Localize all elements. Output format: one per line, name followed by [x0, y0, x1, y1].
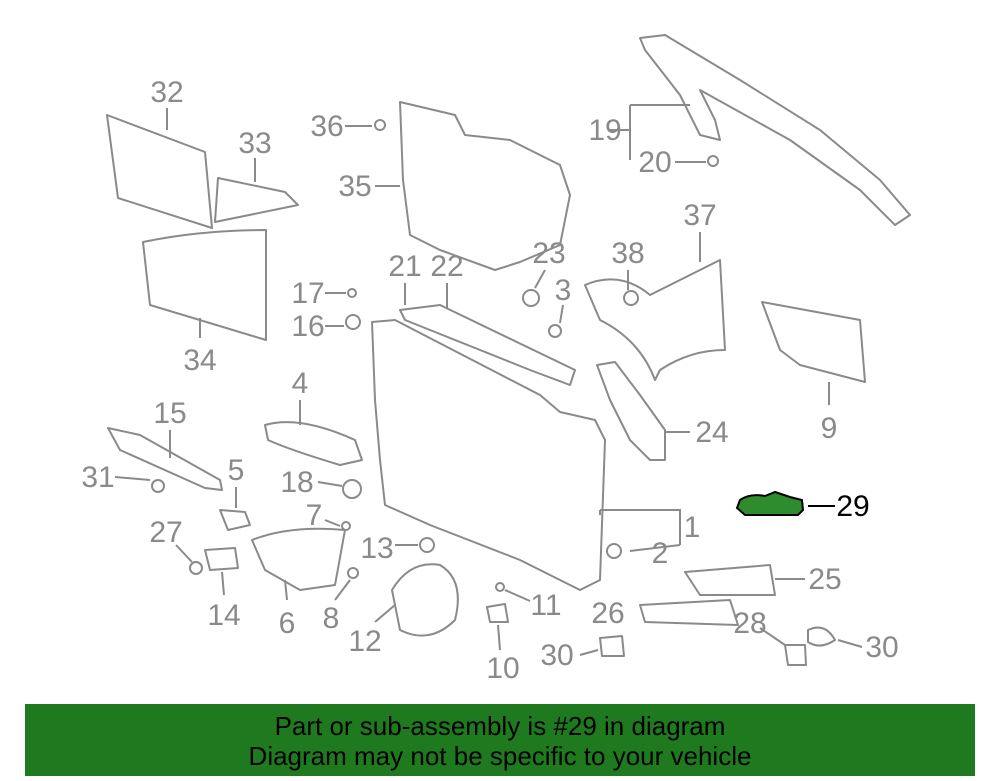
part-14-clip[interactable]	[204, 547, 239, 571]
label-23[interactable]: 23	[532, 237, 565, 270]
label-3[interactable]: 3	[555, 274, 572, 307]
label-16[interactable]: 16	[291, 310, 324, 343]
label-31[interactable]: 31	[81, 461, 114, 494]
part-25-switch-bezel[interactable]	[684, 564, 776, 596]
part-29-highlighted[interactable]	[735, 490, 805, 516]
label-37[interactable]: 37	[683, 199, 716, 232]
part-28-clip[interactable]	[784, 644, 807, 666]
part-38-connector[interactable]	[623, 290, 639, 306]
label-32[interactable]: 32	[150, 76, 183, 109]
label-14[interactable]: 14	[207, 599, 240, 632]
part-19-window-channel[interactable]	[639, 34, 911, 226]
label-28[interactable]: 28	[733, 607, 766, 640]
parts-diagram: 32 33 36 35 19 20 37 38 23 21 22 3 17 16…	[81, 34, 911, 685]
label-27[interactable]: 27	[149, 516, 182, 549]
part-24-bracket[interactable]	[596, 361, 666, 461]
label-12[interactable]: 12	[348, 625, 381, 658]
label-10[interactable]: 10	[486, 652, 519, 685]
label-17[interactable]: 17	[291, 277, 324, 310]
part-4-armrest[interactable]	[264, 421, 363, 466]
callout-labels: 32 33 36 35 19 20 37 38 23 21 22 3 17 16…	[81, 76, 898, 685]
part-30-clip-left[interactable]	[599, 635, 625, 657]
part-2-screw[interactable]	[606, 543, 622, 559]
label-6[interactable]: 6	[279, 607, 296, 640]
label-26[interactable]: 26	[591, 597, 624, 630]
label-24[interactable]: 24	[695, 416, 728, 449]
part-26-switch-panel[interactable]	[639, 599, 739, 626]
label-4[interactable]: 4	[292, 367, 309, 400]
label-22[interactable]: 22	[430, 250, 463, 283]
part-30-clip-right[interactable]	[807, 626, 836, 647]
part-6-pocket[interactable]	[251, 527, 346, 591]
label-18[interactable]: 18	[280, 466, 313, 499]
part-1-door-trim-panel[interactable]	[371, 319, 606, 591]
part-36-screw[interactable]	[374, 119, 386, 131]
info-banner: Part or sub-assembly is #29 in diagram D…	[25, 704, 975, 776]
part-18-fastener[interactable]	[342, 479, 362, 499]
label-8[interactable]: 8	[323, 602, 340, 635]
part-3-screw[interactable]	[548, 324, 562, 338]
banner-line-2: Diagram may not be specific to your vehi…	[248, 741, 752, 771]
part-15-bracket[interactable]	[107, 427, 223, 491]
label-1[interactable]: 1	[684, 511, 701, 544]
label-5[interactable]: 5	[228, 454, 245, 487]
leader-lines	[114, 104, 863, 656]
part-5-clip[interactable]	[219, 509, 251, 531]
label-7[interactable]: 7	[306, 499, 323, 532]
part-9-glass-panel[interactable]	[761, 301, 866, 383]
part-27-screw[interactable]	[189, 561, 203, 575]
label-13[interactable]: 13	[360, 532, 393, 565]
part-7-screw[interactable]	[341, 521, 351, 531]
part-11-clip[interactable]	[495, 582, 505, 592]
banner-line-1: Part or sub-assembly is #29 in diagram	[274, 711, 726, 741]
label-38[interactable]: 38	[611, 237, 644, 270]
part-23-grommet[interactable]	[522, 289, 540, 307]
part-shapes	[106, 34, 911, 666]
label-33[interactable]: 33	[238, 127, 271, 160]
part-17-clip[interactable]	[347, 288, 357, 298]
part-31-screw[interactable]	[151, 479, 165, 493]
part-8-screw[interactable]	[347, 567, 359, 579]
part-33-trim-insert[interactable]	[214, 177, 299, 223]
label-30-right[interactable]: 30	[865, 631, 898, 664]
part-21-22-weatherstrip[interactable]	[399, 304, 576, 386]
label-36[interactable]: 36	[310, 110, 343, 143]
label-9[interactable]: 9	[821, 412, 838, 445]
part-35-door-frame[interactable]	[399, 101, 571, 271]
part-13-grommet[interactable]	[419, 537, 435, 553]
label-35[interactable]: 35	[338, 170, 371, 203]
part-34-panel[interactable]	[142, 229, 267, 341]
label-30-left[interactable]: 30	[540, 639, 573, 672]
label-25[interactable]: 25	[808, 563, 841, 596]
label-2[interactable]: 2	[652, 537, 669, 570]
part-12-speaker-grille[interactable]	[391, 563, 459, 637]
part-37-wiring-harness[interactable]	[584, 259, 726, 381]
part-16-clip[interactable]	[345, 314, 361, 330]
label-19[interactable]: 19	[588, 114, 621, 147]
label-29[interactable]: 29	[836, 490, 869, 523]
label-15[interactable]: 15	[153, 397, 186, 430]
part-20-screw[interactable]	[707, 155, 719, 167]
label-11[interactable]: 11	[530, 589, 561, 622]
label-21[interactable]: 21	[388, 250, 421, 283]
part-10-clip[interactable]	[486, 603, 509, 623]
label-34[interactable]: 34	[183, 344, 216, 377]
label-20[interactable]: 20	[638, 146, 671, 179]
part-32-mirror-trim[interactable]	[106, 114, 213, 229]
